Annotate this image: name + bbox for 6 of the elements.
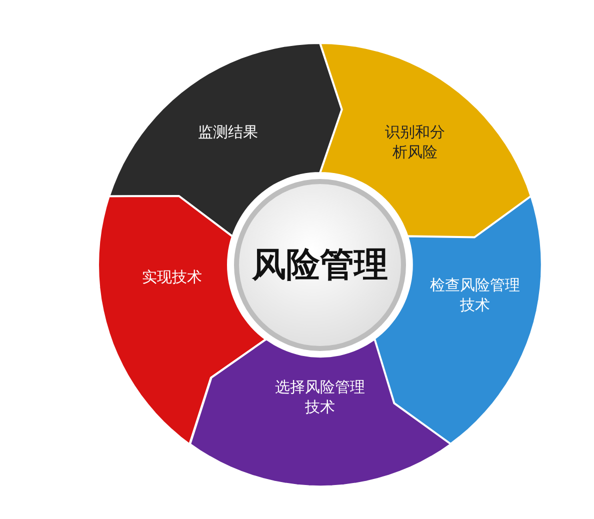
center-title: 风险管理 (252, 244, 388, 287)
segment-label: 监测结果 (196, 122, 259, 142)
segment-label: 选择风险管理技术 (274, 376, 366, 417)
segment-label: 识别和分析风险 (384, 122, 446, 162)
segment-label: 检查风险管理技术 (428, 274, 521, 315)
segment-label: 实现技术 (141, 266, 203, 287)
